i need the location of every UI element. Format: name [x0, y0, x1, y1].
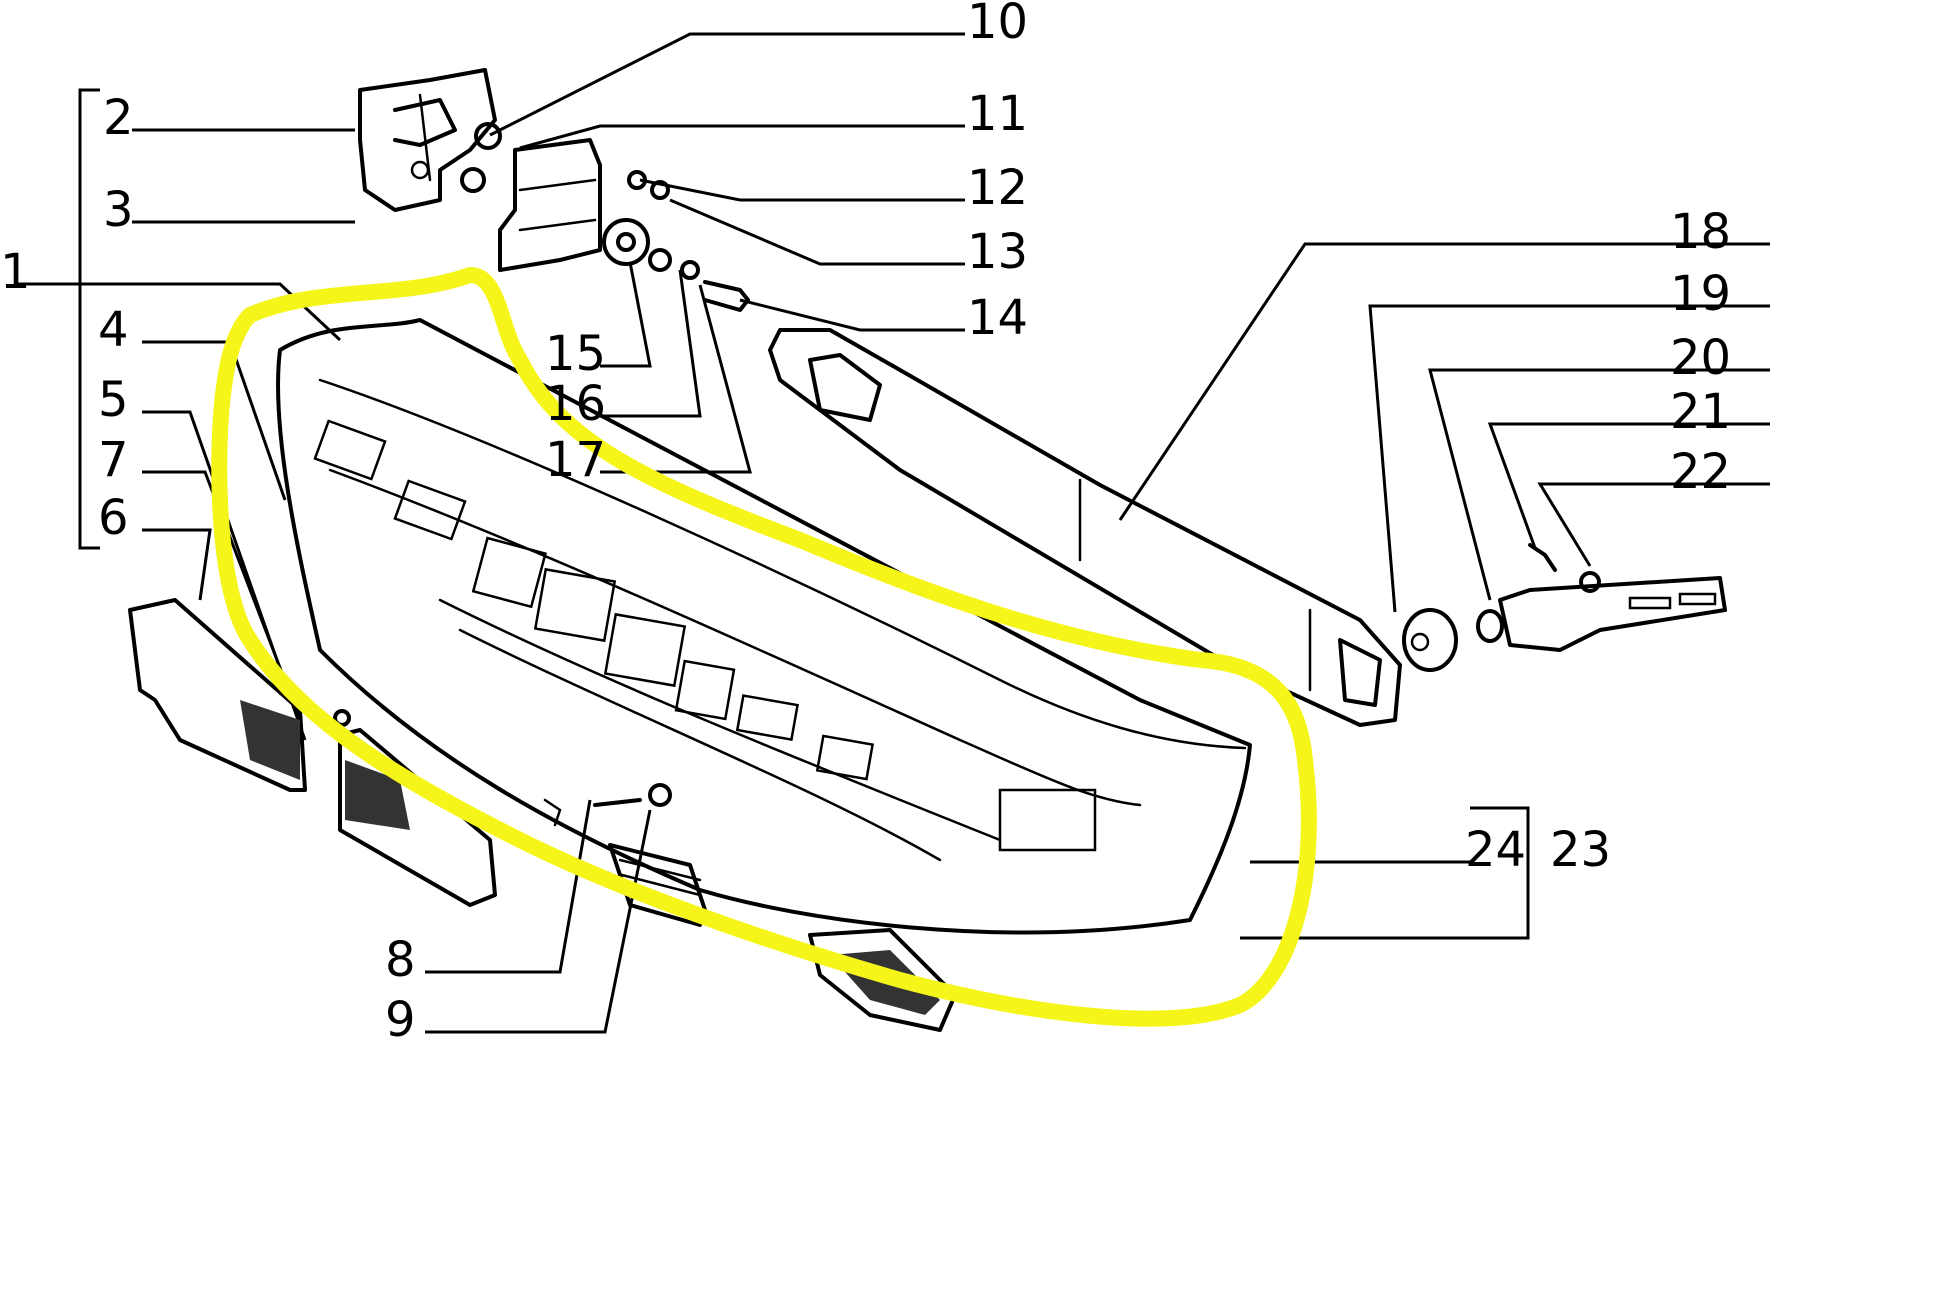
callout-22: 22: [1670, 444, 1731, 500]
callout-7: 7: [98, 432, 129, 488]
callout-13: 13: [967, 224, 1028, 280]
callout-1: 1: [0, 244, 31, 300]
callout-6: 6: [98, 490, 129, 546]
callout-15: 15: [545, 326, 606, 382]
side-bracket: [1402, 543, 1727, 672]
leader-lines: [18, 32, 1770, 1034]
callout-labels: 1 2 3 4 5 6 7 8 9 10 11 12 13 14 15 16 1…: [0, 0, 1731, 1048]
callout-21: 21: [1670, 384, 1731, 440]
callout-24: 24: [1465, 822, 1526, 878]
callout-16: 16: [545, 376, 606, 432]
bumper-cover: [276, 318, 1252, 935]
callout-14: 14: [967, 290, 1028, 346]
upper-fasteners: [460, 122, 750, 312]
callout-5: 5: [98, 372, 129, 428]
callout-12: 12: [967, 160, 1028, 216]
small-bracket: [498, 138, 602, 272]
reinforcement-beam: [768, 328, 1402, 727]
lower-fasteners: [543, 783, 672, 827]
callout-2: 2: [103, 90, 134, 146]
callout-4: 4: [98, 302, 129, 358]
callout-23: 23: [1550, 822, 1611, 878]
callout-18: 18: [1670, 204, 1731, 260]
callout-19: 19: [1670, 266, 1731, 322]
left-grilles: [128, 598, 497, 907]
callout-3: 3: [103, 182, 134, 238]
callout-8: 8: [385, 932, 416, 988]
callout-9: 9: [385, 992, 416, 1048]
highlight-outline: [211, 267, 1317, 1027]
callout-17: 17: [545, 432, 606, 488]
upper-bracket: [358, 68, 497, 212]
callout-10: 10: [967, 0, 1028, 50]
callout-20: 20: [1670, 330, 1731, 386]
callout-11: 11: [967, 86, 1028, 142]
